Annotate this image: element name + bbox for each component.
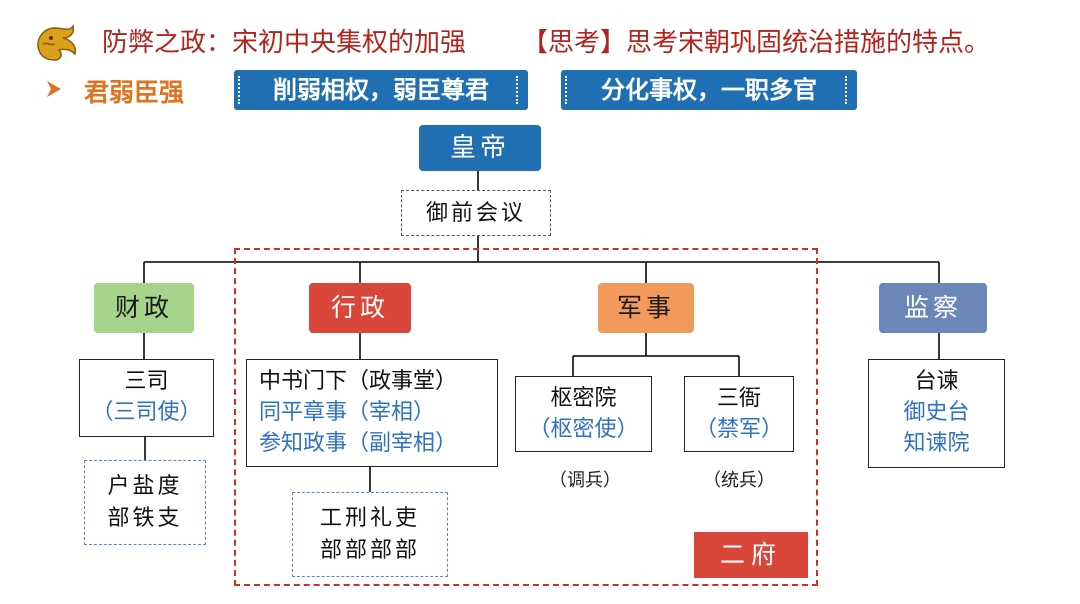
shumi-official: （枢密使） [528,417,639,442]
banner-divide-power: 分化事权，一职多官 [561,70,857,110]
shumi-box: 枢密院 （枢密使） [515,376,652,452]
banner-weaken-chancellor: 削弱相权，弱臣尊君 [234,70,528,110]
taijian-sub-1: 御史台 [903,400,970,425]
hubu-box: 户盐度 部铁支 [84,460,206,545]
sanya-name: 三衙 [716,386,761,411]
military-node: 军事 [598,283,694,333]
sansi-box: 三司 （三司使） [79,359,214,437]
administration-node: 行政 [309,283,411,333]
section-subtitle: 君弱臣强 [84,78,185,107]
sanya-note: （统兵） [703,470,775,491]
zhongshu-name: 中书门下（政事堂） [259,369,458,394]
page-title: 防弊之政：宋初中央集权的加强 [102,28,467,58]
sanya-official: （禁军） [694,417,783,442]
six-ministries-line-2: 部部部部 [319,538,420,563]
zhongshu-official-1: 同平章事（宰相） [259,400,436,425]
taijian-box: 台谏 御史台 知谏院 [868,359,1005,468]
emperor-node: 皇帝 [419,125,541,171]
six-ministries-box: 工刑礼吏 部部部部 [292,492,448,577]
think-prompt: 【思考】思考宋朝巩固统治措施的特点。 [522,28,991,58]
hubu-line-1: 户盐度 [107,474,183,499]
imperial-council-node: 御前会议 [401,190,551,236]
censorate-node: 监察 [879,283,987,333]
taijian-name: 台谏 [914,369,959,394]
zhongshu-official-2: 参知政事（副宰相） [259,431,458,456]
sansi-official: （三司使） [91,400,202,425]
zhongshu-box: 中书门下（政事堂） 同平章事（宰相） 参知政事（副宰相） [246,359,498,467]
six-ministries-line-1: 工刑礼吏 [319,506,420,531]
erfu-label: 二府 [694,532,808,578]
sanya-box: 三衙 （禁军） [684,376,794,452]
erfu-frame [234,248,818,586]
arrow-bullet-icon [47,81,61,97]
shumi-note: （调兵） [549,470,621,491]
shumi-name: 枢密院 [550,386,617,411]
hubu-line-2: 部铁支 [107,506,183,531]
taijian-sub-2: 知谏院 [903,431,970,456]
finance-node: 财政 [94,283,194,333]
sansi-name: 三司 [124,369,169,394]
dragon-icon [37,24,77,61]
